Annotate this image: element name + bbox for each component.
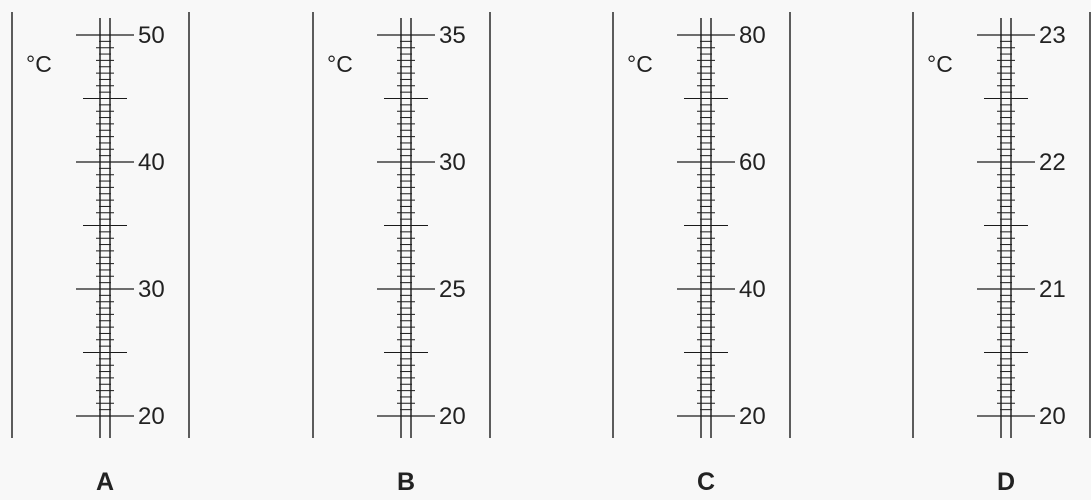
tick-label: 40 [739,276,766,303]
tick-label: 30 [138,276,165,303]
tick-label: 21 [1039,276,1066,303]
scale-panel-b: 35 30 25 20 °C B [312,12,491,496]
tick-label: 20 [439,403,466,430]
scale-panel-a: 50 40 30 20 °C A [11,12,190,496]
tick-label: 80 [739,22,766,49]
tick-label: 20 [138,403,165,430]
scale-panel-d: 23 22 21 20 °C D [912,12,1091,496]
panel-letter-c: C [697,468,715,496]
tick-label: 50 [138,22,165,49]
tick-label: 20 [739,403,766,430]
tick-label: 60 [739,149,766,176]
tick-label: 23 [1039,22,1066,49]
tick-label: 35 [439,22,466,49]
tick-label: 30 [439,149,466,176]
unit-label: °C [327,51,353,77]
tick-label: 40 [138,149,165,176]
tick-label: 25 [439,276,466,303]
unit-label: °C [26,51,52,77]
panel-letter-a: A [96,468,114,496]
unit-label: °C [927,51,953,77]
tick-label: 20 [1039,403,1066,430]
scale-panel-c: 80 60 40 20 °C C [612,12,791,496]
panel-letter-b: B [397,468,415,496]
panel-letter-d: D [997,468,1015,496]
unit-label: °C [627,51,653,77]
tick-label: 22 [1039,149,1066,176]
